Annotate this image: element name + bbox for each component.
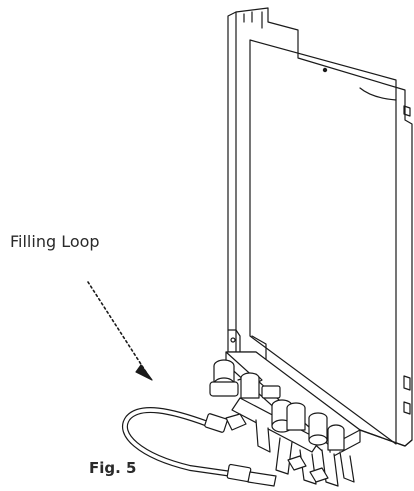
valve-manifold: [209, 359, 355, 487]
filling-loop-label: Filling Loop: [10, 232, 100, 251]
callout-arrow: [87, 281, 153, 381]
figure-caption: Fig. 5: [89, 459, 137, 477]
filling-loop-hose: [121, 407, 277, 487]
mounting-frame: [227, 7, 413, 447]
